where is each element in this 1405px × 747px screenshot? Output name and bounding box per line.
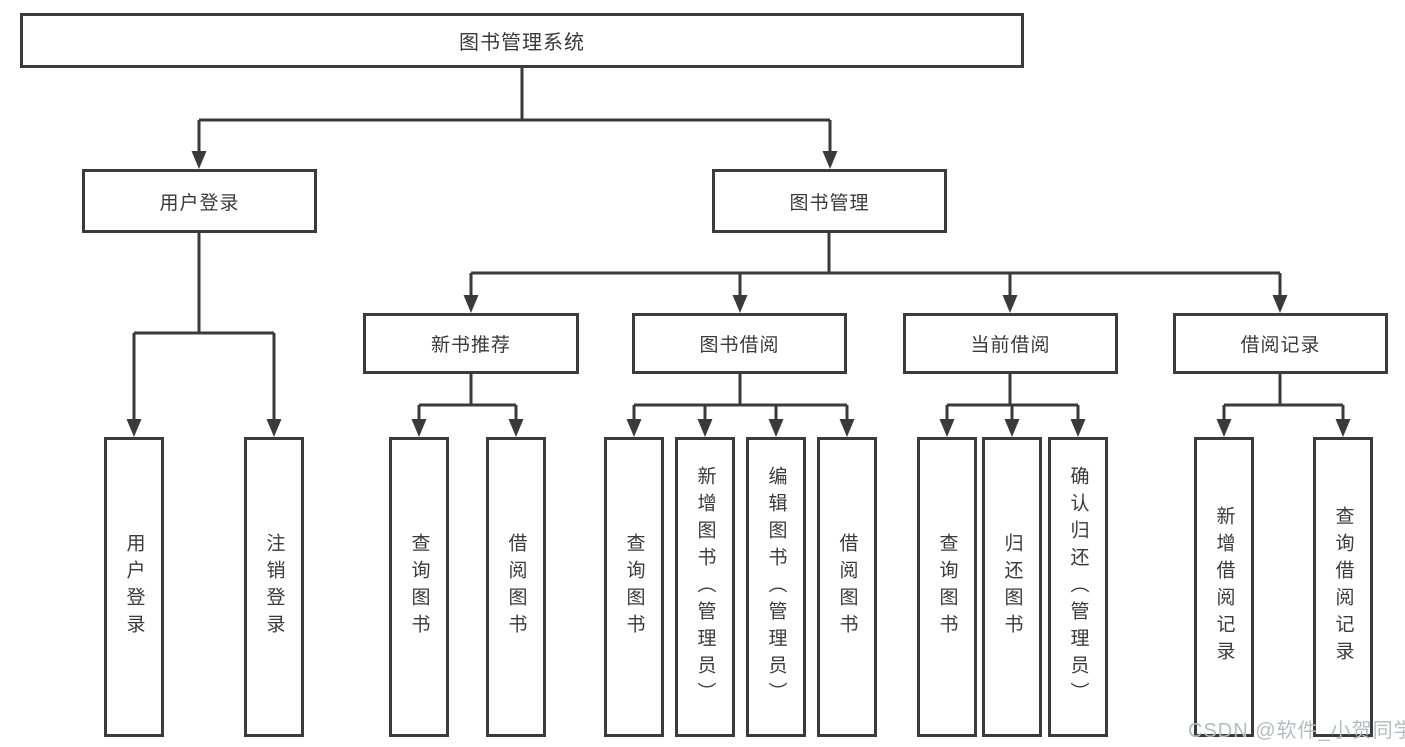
node-new-book-recommend: 新书推荐 bbox=[363, 313, 579, 374]
leaf-query-book-recommend: 查询图书 bbox=[389, 437, 449, 737]
node-library-management-system: 图书管理系统 bbox=[20, 13, 1024, 68]
node-current-borrowing: 当前借阅 bbox=[903, 313, 1118, 374]
node-label: 确认归还（管理员） bbox=[1067, 465, 1089, 709]
node-label: 当前借阅 bbox=[970, 335, 1051, 356]
node-label: 借阅记录 bbox=[1240, 335, 1321, 356]
node-label: 查询图书 bbox=[936, 533, 958, 641]
node-label: 新增图书（管理员） bbox=[694, 465, 716, 709]
leaf-borrow-book-recommend: 借阅图书 bbox=[486, 437, 546, 737]
node-label: 新书推荐 bbox=[430, 335, 511, 356]
leaf-user-login: 用户登录 bbox=[104, 437, 164, 737]
csdn-watermark: CSDN @软件_小贺同学 bbox=[1188, 720, 1405, 742]
node-label: 归还图书 bbox=[1001, 533, 1023, 641]
node-label: 借阅图书 bbox=[505, 533, 527, 641]
leaf-query-book-borrowing: 查询图书 bbox=[604, 437, 664, 737]
node-label: 图书管理 bbox=[789, 192, 870, 214]
node-user-login: 用户登录 bbox=[82, 169, 317, 233]
leaf-add-book-admin: 新增图书（管理员） bbox=[675, 437, 735, 737]
leaf-add-borrow-record: 新增借阅记录 bbox=[1194, 437, 1254, 737]
leaf-return-book: 归还图书 bbox=[982, 437, 1042, 737]
node-label: 用户登录 bbox=[123, 533, 145, 641]
node-label: 图书管理系统 bbox=[459, 32, 585, 54]
node-book-management: 图书管理 bbox=[712, 169, 947, 233]
leaf-confirm-return-admin: 确认归还（管理员） bbox=[1048, 437, 1108, 737]
node-label: 用户登录 bbox=[159, 192, 240, 214]
node-label: 图书借阅 bbox=[699, 335, 780, 356]
node-label: 注销登录 bbox=[263, 533, 285, 641]
leaf-query-borrow-record: 查询借阅记录 bbox=[1313, 437, 1373, 737]
node-label: 查询借阅记录 bbox=[1332, 506, 1354, 668]
node-label: 编辑图书（管理员） bbox=[765, 465, 787, 709]
node-label: 查询图书 bbox=[408, 533, 430, 641]
node-label: 查询图书 bbox=[623, 533, 645, 641]
leaf-logout: 注销登录 bbox=[244, 437, 304, 737]
leaf-edit-book-admin: 编辑图书（管理员） bbox=[746, 437, 806, 737]
node-borrowing-records: 借阅记录 bbox=[1173, 313, 1388, 374]
leaf-borrow-book: 借阅图书 bbox=[817, 437, 877, 737]
node-label: 借阅图书 bbox=[836, 533, 858, 641]
leaf-query-book-current: 查询图书 bbox=[917, 437, 977, 737]
node-book-borrowing: 图书借阅 bbox=[632, 313, 847, 374]
node-label: 新增借阅记录 bbox=[1213, 506, 1235, 668]
